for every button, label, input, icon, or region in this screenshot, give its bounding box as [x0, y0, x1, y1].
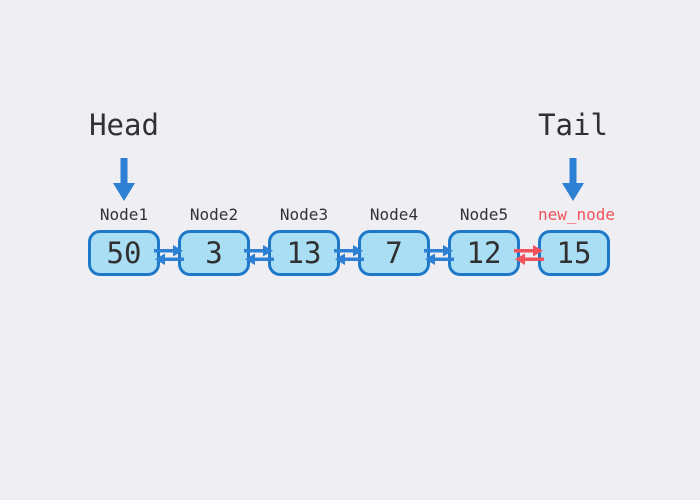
- node-node2: Node2 3: [178, 204, 250, 276]
- node-node3: Node3 13: [268, 204, 340, 276]
- node4-value: 7: [385, 235, 403, 270]
- node5-label: Node5: [459, 205, 509, 224]
- head-label: Head: [89, 108, 159, 142]
- link-node3-node4-arrows-icon: [334, 244, 364, 266]
- link-node1-node2-arrows-icon: [154, 244, 184, 266]
- node5-box: 12: [448, 230, 520, 276]
- node1-label: Node1: [99, 205, 149, 224]
- head-arrow-down-icon: [113, 158, 135, 201]
- tail-label: Tail: [538, 108, 608, 142]
- node-node5: Node5 12: [448, 204, 520, 276]
- node4-box: 7: [358, 230, 430, 276]
- node3-label: Node3: [279, 205, 329, 224]
- node2-label: Node2: [189, 205, 239, 224]
- link-node2-node3-arrows-icon: [244, 244, 274, 266]
- node1-box: 50: [88, 230, 160, 276]
- node1-value: 50: [106, 235, 142, 270]
- node-new-node: new_node 15: [538, 204, 616, 276]
- node3-box: 13: [268, 230, 340, 276]
- new-node-box: 15: [538, 230, 610, 276]
- link-node5-new-node-arrows-icon: [514, 244, 544, 266]
- new-node-label: new_node: [538, 205, 616, 224]
- node2-value: 3: [205, 235, 223, 270]
- node2-box: 3: [178, 230, 250, 276]
- link-node4-node5-arrows-icon: [424, 244, 454, 266]
- node-node4: Node4 7: [358, 204, 430, 276]
- node5-value: 12: [466, 235, 502, 270]
- head-pointer: Head: [68, 108, 180, 202]
- node4-label: Node4: [369, 205, 419, 224]
- tail-pointer: Tail: [517, 108, 629, 202]
- node-node1: Node1 50: [88, 204, 160, 276]
- new-node-value: 15: [556, 235, 592, 270]
- node3-value: 13: [286, 235, 322, 270]
- tail-arrow-down-icon: [562, 158, 584, 201]
